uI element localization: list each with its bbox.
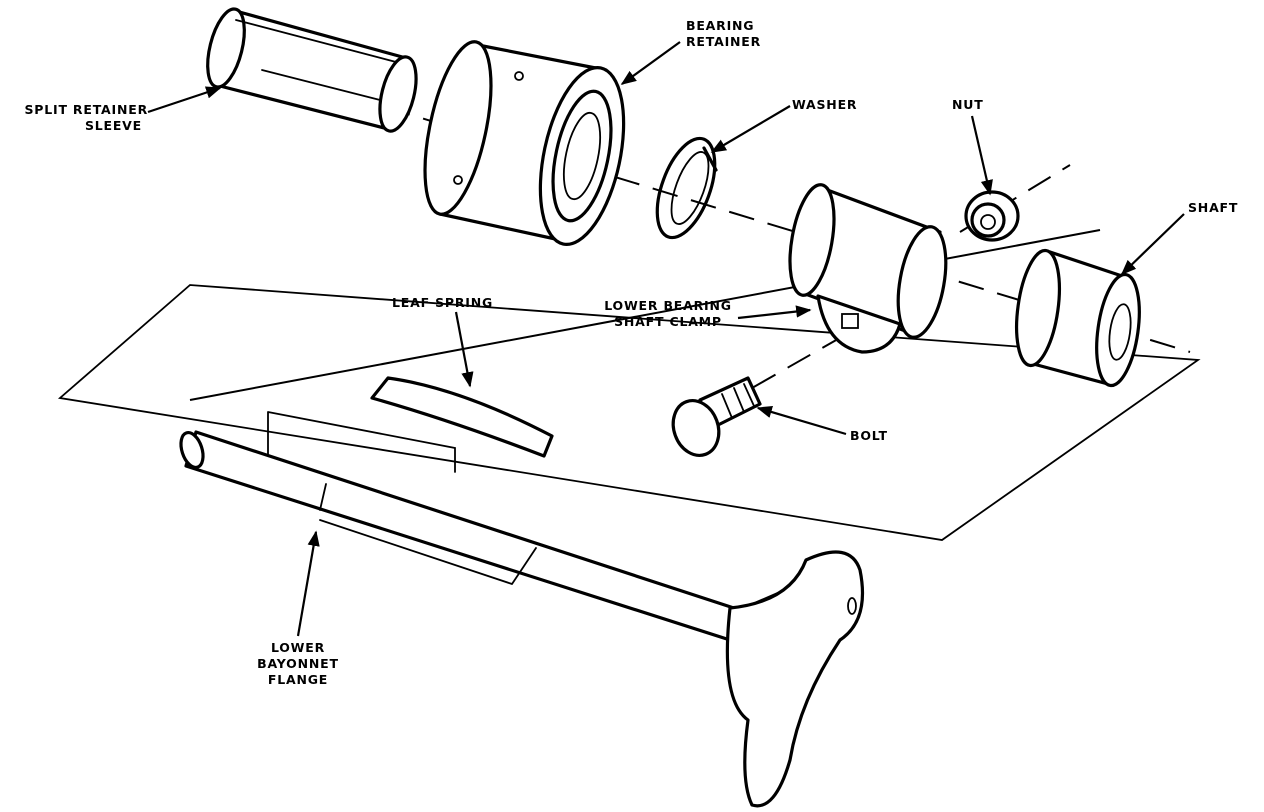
assembly-plane-outline (57, 284, 1201, 541)
label-split-retainer-sleeve-line2: SLEEVE (84, 118, 142, 133)
washer (655, 136, 718, 240)
label-bolt: BOLT (850, 428, 888, 443)
label-lower-bayonnet-flange: LOWER BAYONNET FLANGE (246, 640, 350, 688)
bolt (671, 376, 762, 457)
leader-leaf-spring (454, 311, 474, 388)
leader-lower-bayonnet-flange (296, 530, 320, 637)
leader-split-retainer-sleeve (147, 86, 222, 114)
leader-nut (970, 115, 993, 196)
nut (964, 190, 1020, 242)
label-bearing-retainer-line2: RETAINER (686, 34, 762, 49)
lower-bearing-shaft-clamp (788, 183, 948, 354)
label-split-retainer-sleeve: SPLIT RETAINER SLEEVE (4, 102, 148, 134)
label-lower-bayonnet-flange-line1: LOWER (270, 640, 326, 655)
split-retainer-sleeve (206, 7, 418, 133)
leader-shaft (1120, 213, 1185, 276)
leader-lines (147, 41, 1185, 637)
leader-lower-bearing-shaft-clamp (737, 305, 812, 320)
leader-washer (710, 105, 791, 153)
label-lower-bearing-shaft-clamp-line1: LOWER BEARING (604, 298, 732, 313)
lower-bayonnet-flange (179, 430, 865, 808)
label-lower-bearing-shaft-clamp-line2: SHAFT CLAMP (614, 314, 722, 329)
label-leaf-spring: LEAF SPRING (392, 295, 494, 310)
label-bearing-retainer: BEARING RETAINER (686, 18, 761, 50)
label-nut: NUT (952, 97, 984, 112)
label-split-retainer-sleeve-line1: SPLIT RETAINER (24, 102, 148, 117)
bearing-retainer (423, 40, 626, 246)
label-shaft: SHAFT (1188, 200, 1239, 215)
leaf-spring (267, 376, 554, 473)
label-bearing-retainer-line1: BEARING (686, 18, 755, 33)
leader-bearing-retainer (620, 41, 681, 85)
label-washer: WASHER (792, 97, 858, 112)
label-lower-bayonnet-flange-line2: BAYONNET (257, 656, 339, 671)
label-lower-bearing-shaft-clamp: LOWER BEARING SHAFT CLAMP (592, 298, 744, 330)
leader-bolt (756, 406, 847, 436)
label-lower-bayonnet-flange-line3: FLANGE (267, 672, 329, 687)
shaft (1015, 248, 1141, 388)
